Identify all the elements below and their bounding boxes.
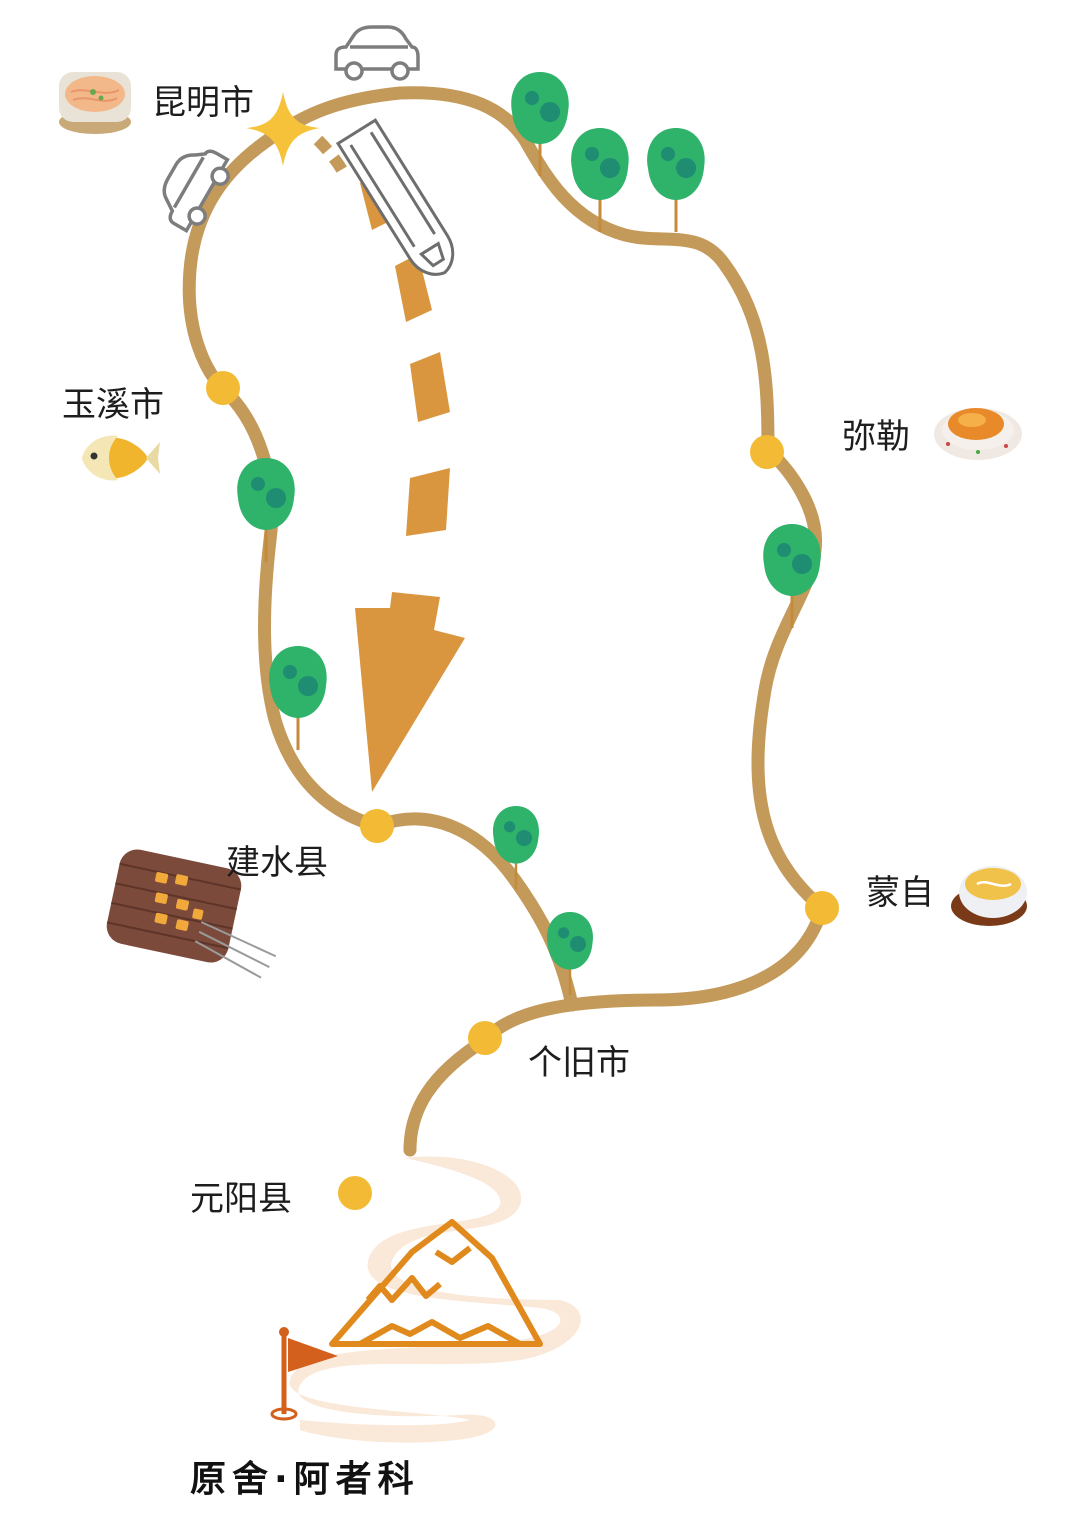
trees — [237, 72, 821, 996]
stop-dot-yuanyang — [338, 1176, 372, 1210]
route-loop — [261, 86, 830, 1157]
tree-icon — [492, 806, 540, 890]
fish-icon — [82, 435, 160, 481]
car-icon — [162, 149, 230, 234]
flag-icon — [270, 1327, 338, 1421]
stop-label-kunming: 昆明市 — [152, 83, 254, 123]
tree-icon — [763, 524, 821, 628]
tree-icon — [269, 646, 327, 750]
terrain-swirl — [289, 1156, 581, 1443]
route-west — [182, 133, 579, 1012]
train-icon — [335, 118, 455, 276]
tree-icon — [237, 458, 295, 562]
tree-icon — [647, 128, 705, 232]
grilled-tofu-skewers-icon — [106, 849, 277, 979]
roast-chicken-icon — [934, 408, 1022, 460]
crossing-bridge-noodle-bowl-icon — [951, 866, 1027, 926]
destination-label: 原舍·阿者科 — [190, 1459, 420, 1500]
tree-icon — [511, 72, 569, 176]
stop-dot-mengzi — [805, 891, 839, 925]
stop-label-gejiu: 个旧市 — [528, 1043, 630, 1083]
tree-icon — [571, 128, 629, 232]
stop-dot-gejiu — [468, 1021, 502, 1055]
stop-label-yuanyang: 元阳县 — [190, 1179, 292, 1219]
stop-label-yuxi: 玉溪市 — [62, 385, 164, 425]
mountain-icon — [329, 1219, 543, 1347]
stop-dot-jianshui — [360, 809, 394, 843]
rice-noodle-bowl-icon — [59, 72, 131, 134]
stop-label-jianshui: 建水县 — [226, 843, 328, 883]
route-spur — [313, 135, 348, 174]
car-icon — [334, 25, 420, 81]
tree-icon — [546, 912, 594, 996]
stop-dot-yuxi — [206, 371, 240, 405]
start-star-icon — [246, 92, 320, 166]
stop-dot-mile — [750, 435, 784, 469]
stop-dots — [206, 371, 839, 1210]
stop-label-mengzi: 蒙自 — [866, 873, 934, 913]
stop-label-mile: 弥勒 — [842, 417, 910, 457]
